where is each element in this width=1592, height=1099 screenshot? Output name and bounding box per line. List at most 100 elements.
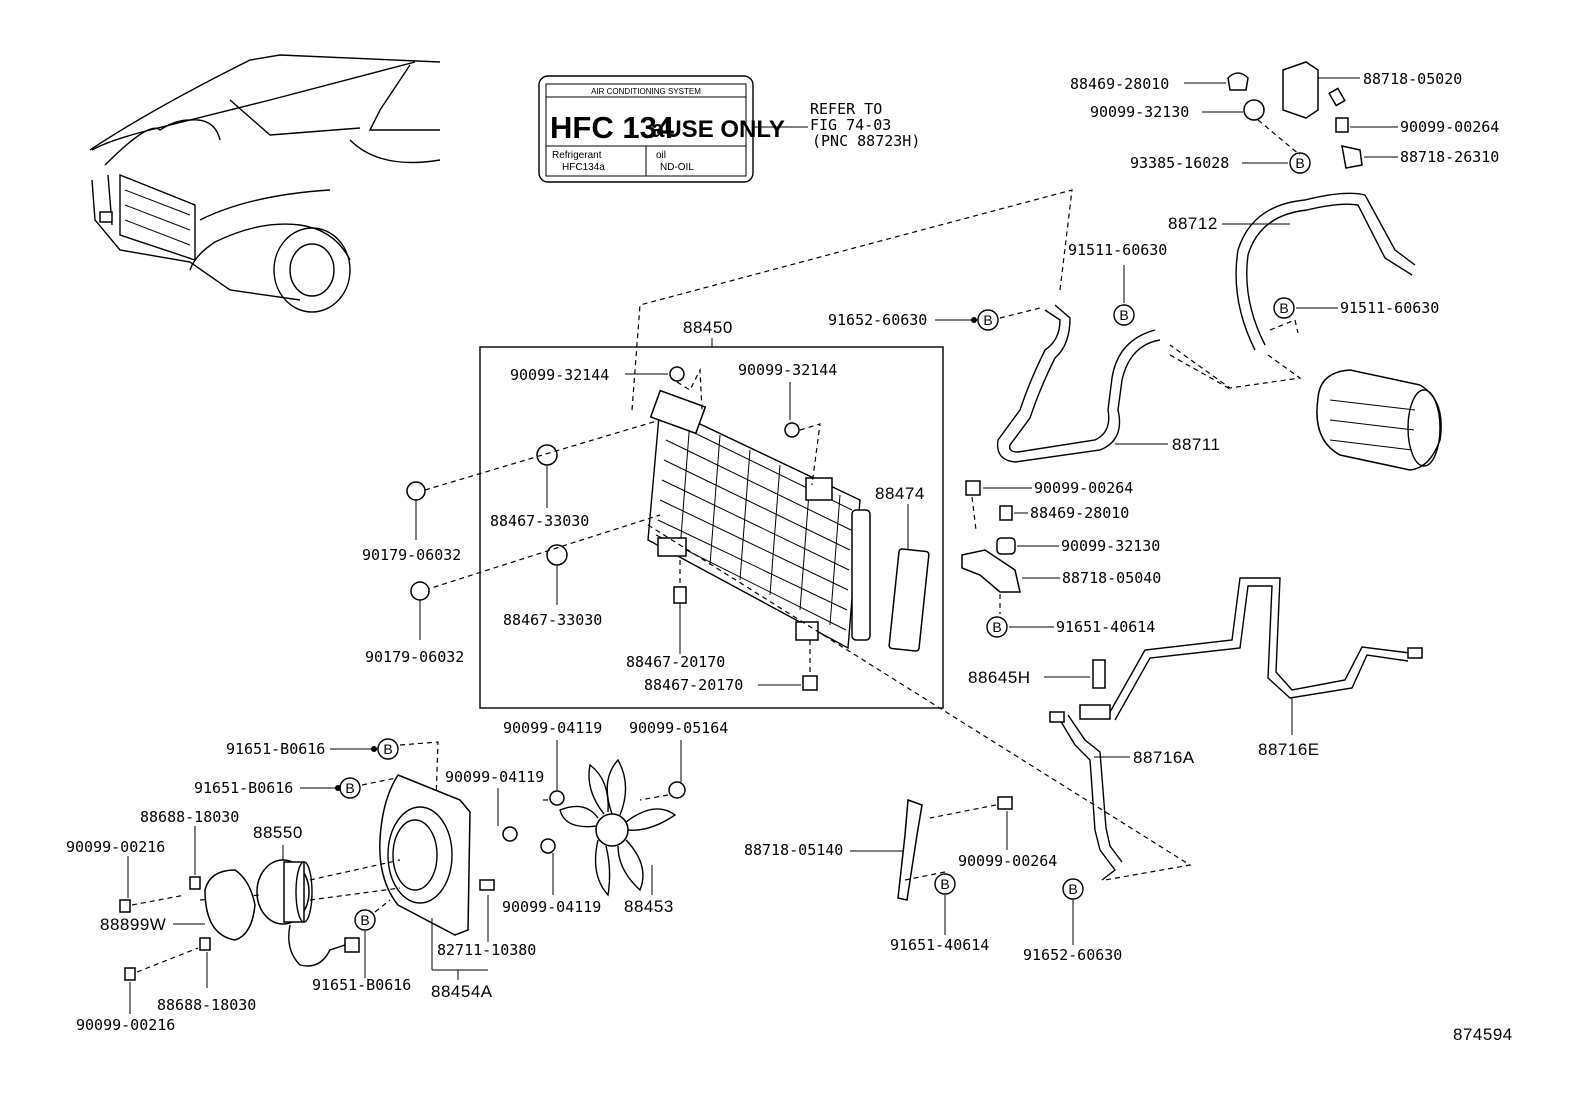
part-90099-32130-mid: 90099-32130 — [1061, 537, 1160, 555]
part-88712: 88712 — [1168, 214, 1218, 233]
part-88467-20170-a: 88467-20170 — [626, 653, 725, 671]
receiver-gasket — [888, 548, 930, 652]
b-marker-91651-40614-mid: B — [992, 619, 1001, 635]
part-88688-18030-a: 88688-18030 — [140, 808, 239, 826]
part-88550: 88550 — [253, 823, 303, 842]
part-90099-32130-top: 90099-32130 — [1090, 103, 1189, 121]
part-91651-40614-mid: 91651-40614 — [1056, 618, 1155, 636]
part-82711-10380: 82711-10380 — [437, 941, 536, 959]
refer-note-line3: (PNC 88723H) — [812, 132, 920, 150]
part-88718-05020: 88718-05020 — [1363, 70, 1462, 88]
bolt-90099-00264-mid — [965, 480, 981, 496]
part-88450: 88450 — [683, 318, 733, 337]
cap-88469-28010-top — [1227, 72, 1249, 91]
part-90099-04119-c: 90099-04119 — [502, 898, 601, 916]
part-93385-16028: 93385-16028 — [1130, 154, 1229, 172]
part-91651-B0616-a: 91651-B0616 — [226, 740, 325, 758]
bolt-90099-00216-b — [124, 967, 136, 981]
bolt-90099-32144-a — [669, 366, 685, 382]
part-91511-60630-a: 91511-60630 — [1068, 241, 1167, 259]
part-88454A: 88454A — [431, 982, 493, 1001]
part-90099-00216-b: 90099-00216 — [76, 1016, 175, 1034]
part-88453: 88453 — [624, 897, 674, 916]
bolt-88467-20170-b — [802, 675, 818, 691]
b-marker-91652-top: B — [983, 312, 992, 328]
label-plate-refrigerant-label: Refrigerant — [552, 150, 602, 161]
part-88467-20170-b: 88467-20170 — [644, 676, 743, 694]
part-88469-28010-top: 88469-28010 — [1070, 75, 1169, 93]
fan-motor — [256, 859, 360, 967]
part-90099-32144-a: 90099-32144 — [510, 366, 609, 384]
bracket-88718-05140 — [897, 798, 923, 901]
label-plate-main: HFC 134 — [550, 110, 675, 145]
part-90099-00264-low: 90099-00264 — [958, 852, 1057, 870]
label-plate-header: AIR CONDITIONING SYSTEM — [591, 87, 701, 96]
part-88645H: 88645H — [968, 668, 1031, 687]
part-88899W: 88899W — [100, 915, 166, 934]
part-88718-26310: 88718-26310 — [1400, 148, 1499, 166]
part-88711: 88711 — [1172, 435, 1221, 454]
part-90099-04119-a: 90099-04119 — [503, 719, 602, 737]
part-91652-60630-low: 91652-60630 — [1023, 946, 1122, 964]
bolt-90099-00264-low — [997, 796, 1013, 810]
part-90099-00264-mid: 90099-00264 — [1034, 479, 1133, 497]
label-plate-oil-label: oil — [656, 150, 666, 161]
part-88718-05140: 88718-05140 — [744, 841, 843, 859]
refer-note-line1: REFER TO — [810, 100, 882, 118]
fan-shroud — [379, 774, 495, 936]
bolt-90099-00216-a — [119, 899, 131, 913]
b-marker-91652-low: B — [1068, 881, 1077, 897]
nut-90179-06032-b — [410, 581, 430, 601]
clip-88688-18030-a — [189, 876, 201, 890]
bracket-88718-05040 — [961, 549, 1021, 593]
part-90179-06032-b: 90179-06032 — [365, 648, 464, 666]
bolt-90099-32144-b — [784, 422, 800, 438]
cushion-88467-33030-a — [536, 444, 558, 466]
motor-cover-88899W — [204, 869, 256, 941]
bolt-88467-20170-a — [673, 586, 687, 604]
grommet-90099-32130-top — [1243, 99, 1265, 121]
b-marker-b0616-b: B — [345, 780, 354, 796]
label-plate-oil-value: ND-OIL — [660, 162, 694, 173]
part-90099-04119-b: 90099-04119 — [445, 768, 544, 786]
nut-90099-05164 — [668, 781, 686, 799]
bolt-90099-00264-top — [1335, 117, 1349, 133]
part-91652-60630-top: 91652-60630 — [828, 311, 927, 329]
condenser-core — [647, 389, 871, 650]
part-90099-00264-top: 90099-00264 — [1400, 118, 1499, 136]
part-91511-60630-b: 91511-60630 — [1340, 299, 1439, 317]
part-88716E: 88716E — [1258, 740, 1320, 759]
part-90099-05164: 90099-05164 — [629, 719, 728, 737]
nut-90179-06032-a — [406, 481, 426, 501]
part-88716A: 88716A — [1133, 748, 1195, 767]
bracket-88718-05020 — [1282, 61, 1319, 119]
fan-blade — [559, 758, 677, 897]
clip-88688-18030-b — [199, 937, 211, 951]
compressor — [1316, 369, 1442, 471]
vehicle-front-sketch — [89, 54, 441, 313]
b-marker-93385: B — [1295, 155, 1304, 171]
b-marker-b0616-a: B — [383, 741, 392, 757]
diagram-number: 874594 — [1453, 1025, 1513, 1044]
pressure-switch-88645H — [1092, 659, 1106, 689]
part-90099-32144-b: 90099-32144 — [738, 361, 837, 379]
label-plate-main-suffix: aUSE ONLY — [651, 116, 785, 143]
cushion-88467-33030-b — [546, 544, 568, 566]
part-91651-B0616-c: 91651-B0616 — [312, 976, 411, 994]
refer-note-line2: FIG 74-03 — [810, 116, 891, 134]
part-91651-40614-low: 91651-40614 — [890, 936, 989, 954]
part-90099-00216-a: 90099-00216 — [66, 838, 165, 856]
clamp-88718-26310 — [1341, 145, 1363, 169]
b-marker-91651-40614-low: B — [940, 876, 949, 892]
part-91651-B0616-b: 91651-B0616 — [194, 779, 293, 797]
part-88469-28010-mid: 88469-28010 — [1030, 504, 1129, 522]
b-marker-b0616-c: B — [360, 912, 369, 928]
b-marker-91511-b: B — [1279, 300, 1288, 316]
part-90179-06032-a: 90179-06032 — [362, 546, 461, 564]
part-88467-33030-b: 88467-33030 — [503, 611, 602, 629]
part-88474: 88474 — [875, 484, 925, 503]
part-88718-05040: 88718-05040 — [1062, 569, 1161, 587]
part-88688-18030-b: 88688-18030 — [157, 996, 256, 1014]
refrigerant-label-plate: AIR CONDITIONING SYSTEM HFC 134 aUSE ONL… — [538, 75, 785, 183]
